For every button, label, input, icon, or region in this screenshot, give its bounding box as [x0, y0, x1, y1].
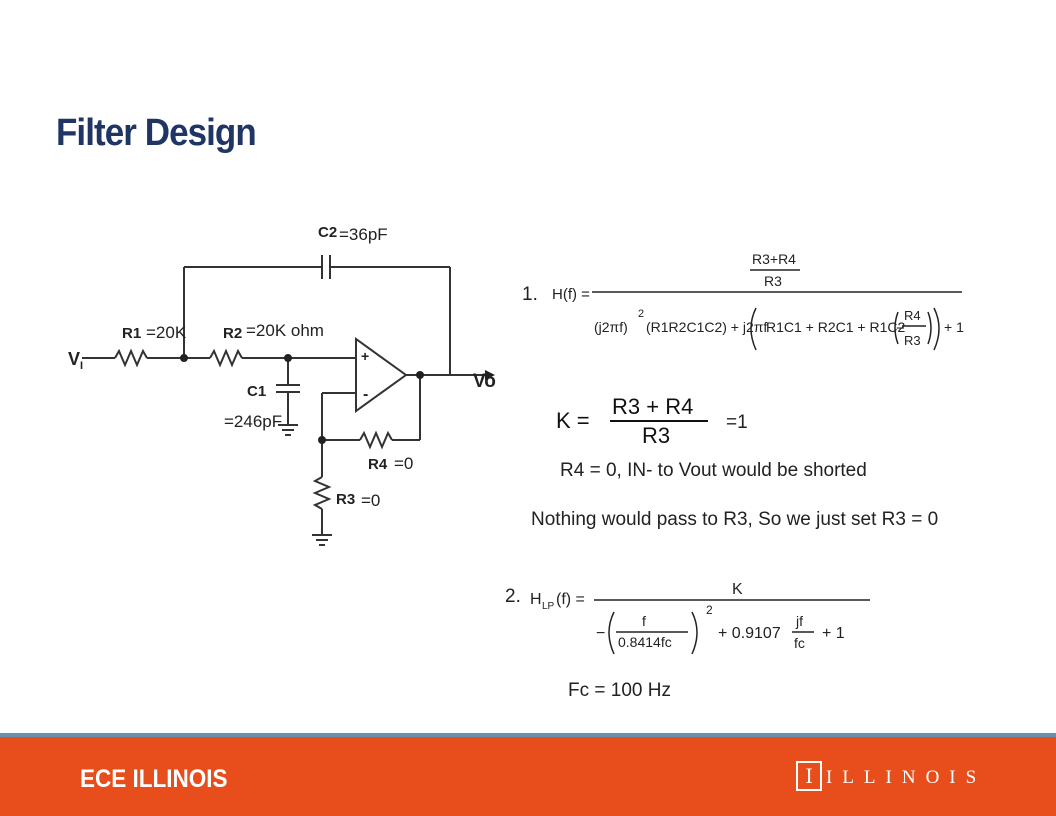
r3-note: Nothing would pass to R3, So we just set…: [531, 509, 939, 530]
opamp-plus: +: [361, 348, 369, 364]
r1-resistor: [114, 348, 148, 368]
svg-text:jf: jf: [795, 613, 803, 629]
r2-resistor: [209, 348, 243, 368]
r4-note: R4 = 0, IN- to Vout would be shorted: [560, 460, 867, 481]
svg-text:R3: R3: [904, 333, 921, 348]
svg-text:f: f: [642, 613, 646, 629]
svg-text:+ 0.9107: + 0.9107: [718, 625, 781, 642]
c1-label: C1: [247, 383, 266, 400]
r2-label: R2: [223, 325, 242, 342]
svg-text:R3: R3: [764, 273, 782, 289]
eq2-number: 2.: [505, 586, 521, 607]
svg-text:R1C1 + R2C1 + R1C2: R1C1 + R2C1 + R1C2: [766, 319, 906, 335]
c2-label: C2: [318, 224, 337, 241]
svg-text:(j2πf): (j2πf): [594, 319, 628, 335]
svg-text:(R1R2C1C2) + j2πf: (R1R2C1C2) + j2πf: [646, 319, 767, 335]
transfer-function-equation: H(f) = R3+R4 R3 (j2πf) 2 (R1R2C1C2) + j2…: [552, 251, 964, 351]
svg-text:2: 2: [638, 308, 644, 320]
op-amp: [355, 337, 408, 413]
vo-label: Vo: [473, 371, 496, 392]
circuit-diagram: C2 =36pF R1 =20K R2 =20K ohm C1 =246pF R…: [68, 224, 496, 546]
r1-label: R1: [122, 325, 141, 342]
svg-text:R3+R4: R3+R4: [752, 251, 796, 267]
slide-title: Filter Design: [56, 112, 257, 154]
r3-resistor: [312, 476, 332, 510]
svg-text:LP: LP: [542, 601, 555, 612]
ece-illinois-logo: ECE ILLINOIS: [80, 765, 228, 793]
svg-text:K: K: [732, 581, 743, 598]
r3-value: =0: [361, 491, 380, 510]
svg-text:H: H: [530, 591, 542, 608]
fc-note: Fc = 100 Hz: [568, 680, 671, 701]
illinois-wordmark: ILLINOIS: [826, 767, 987, 788]
svg-text:(f) =: (f) =: [556, 591, 585, 608]
svg-text:−: −: [596, 625, 605, 642]
eq1-number: 1.: [522, 284, 538, 305]
svg-text:K =: K =: [556, 408, 590, 433]
r3-label: R3: [336, 491, 355, 508]
c2-value: =36pF: [339, 225, 388, 244]
r1-value: =20K: [146, 323, 187, 342]
c1-value: =246pF: [224, 412, 282, 431]
r4-resistor: [359, 430, 393, 450]
svg-text:−: −: [896, 320, 905, 337]
footer-bar: ECE ILLINOIS I ILLINOIS: [0, 737, 1056, 816]
footer-divider: [0, 733, 1056, 737]
lowpass-equation: H LP (f) = K − f 0.8414fc 2 + 0.9107 jf …: [530, 581, 870, 655]
svg-text:R3: R3: [642, 423, 670, 448]
svg-text:2: 2: [706, 603, 713, 617]
svg-text:0.8414fc: 0.8414fc: [618, 634, 672, 650]
svg-text:H(f) =: H(f) =: [552, 286, 590, 303]
vi-label: V: [68, 349, 80, 369]
vi-sub: I: [80, 360, 83, 372]
svg-text:R4: R4: [904, 308, 921, 323]
svg-text:+ 1: + 1: [822, 625, 845, 642]
opamp-minus: -: [363, 386, 368, 403]
r4-value: =0: [394, 454, 413, 473]
k-result: =1: [726, 412, 748, 433]
illinois-block-i-icon: I: [796, 761, 822, 791]
svg-text:fc: fc: [794, 635, 805, 651]
r4-label: R4: [368, 456, 388, 473]
k-equation: K = R3 + R4 R3: [556, 394, 708, 448]
svg-text:R3 + R4: R3 + R4: [612, 394, 693, 419]
svg-text:+ 1: + 1: [944, 319, 964, 335]
r2-value: =20K ohm: [246, 321, 324, 340]
